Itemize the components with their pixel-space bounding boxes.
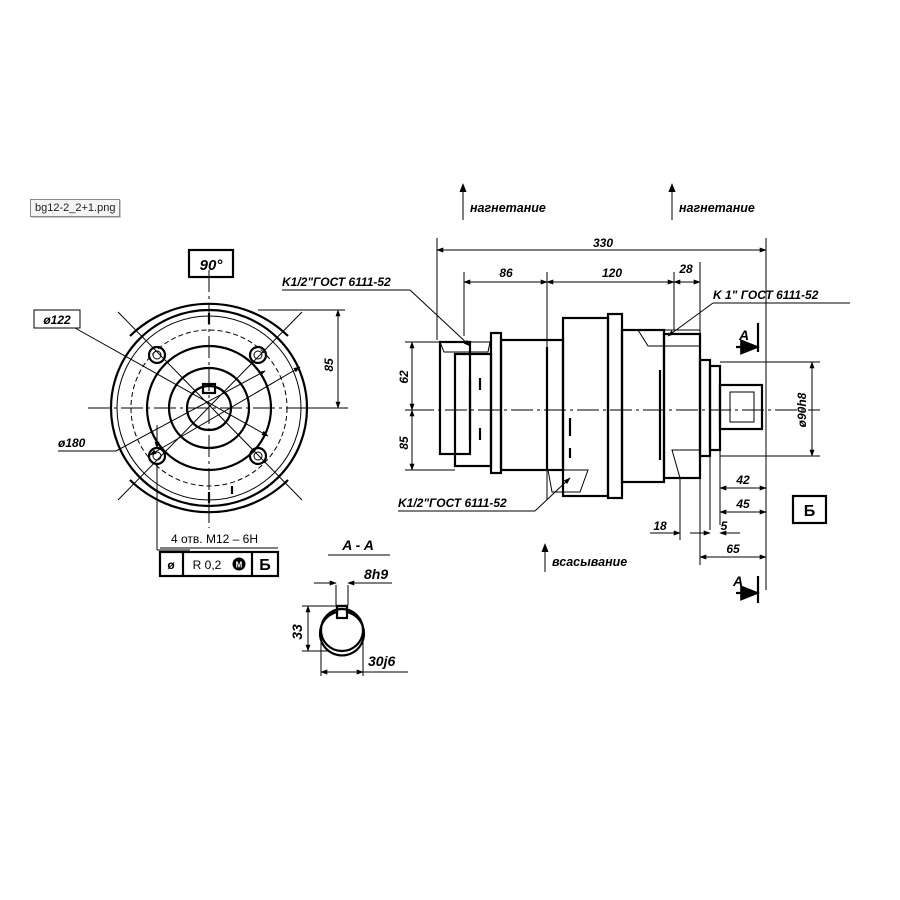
- flange-bottom-arc: [129, 479, 289, 514]
- dim-62: 62: [397, 370, 411, 384]
- port-top-right: K 1" ГОСТ 6111-52: [713, 288, 819, 302]
- port-top-left: K1/2"ГОСТ 6111-52: [282, 275, 391, 289]
- mounting-flange: [698, 358, 712, 458]
- dim-30j6: 30j6: [368, 653, 395, 669]
- tolerance-value: R 0,2: [193, 558, 222, 572]
- file-name-label: bg12-2_2+1.png: [30, 199, 121, 217]
- tolerance-modifier-circle: [232, 557, 246, 571]
- dim-86: 86: [499, 266, 513, 280]
- bolt-hole-1: [147, 345, 167, 365]
- dim-90h8: ø90h8: [795, 392, 809, 427]
- section-title: A - A: [341, 537, 374, 553]
- datum-side-box: [791, 494, 828, 525]
- mid-body: [499, 338, 565, 472]
- dim-28: 28: [678, 262, 693, 276]
- shaft-section: [318, 604, 366, 657]
- bolt-hole-2: [248, 345, 268, 365]
- datum-front: Б: [259, 557, 271, 574]
- flange-top-arc: [129, 302, 289, 337]
- bolt-hole-4: [248, 446, 268, 466]
- flow-top-left: нагнетание: [470, 201, 546, 215]
- angle-90-label: 90°: [200, 257, 224, 274]
- dim-45: 45: [735, 497, 750, 511]
- dim-330: 330: [593, 236, 613, 250]
- front-view: 90° ø122 ø180 85 4 отв. M12 – 6H ø R 0,2…: [33, 248, 352, 578]
- tolerance-modifier: M: [236, 561, 243, 570]
- dia-122-label: ø122: [43, 313, 71, 327]
- main-body: [561, 316, 610, 498]
- flow-top-right: нагнетание: [679, 201, 755, 215]
- flow-bottom: всасывание: [552, 555, 627, 569]
- front-housing: [620, 328, 666, 484]
- tolerance-frame: [158, 550, 280, 578]
- height-85-label: 85: [322, 358, 336, 372]
- port-boss-top-right: [637, 329, 701, 347]
- holes-note: 4 отв. M12 – 6H: [171, 532, 258, 546]
- section-a-a: A - A 8h9 33 30j6: [289, 537, 408, 676]
- dim-120: 120: [602, 266, 622, 280]
- side-view: нагнетание нагнетание всасывание 330 86 …: [282, 183, 850, 603]
- section-mark-top: A: [738, 327, 749, 343]
- dim-5: 5: [721, 519, 728, 533]
- dia-122-box: [33, 309, 81, 329]
- dim-18: 18: [653, 519, 667, 533]
- port-boss-top-left: [439, 341, 491, 353]
- dim-8h9: 8h9: [364, 566, 388, 582]
- port-bottom: K1/2"ГОСТ 6111-52: [398, 496, 507, 510]
- port-boss-side: [671, 449, 701, 479]
- port-boss-bottom: [547, 469, 589, 493]
- angle-box: [187, 248, 235, 279]
- dim-65: 65: [726, 542, 740, 556]
- datum-side: Б: [804, 503, 816, 520]
- dia-180-label: ø180: [58, 436, 86, 450]
- drive-shaft: [718, 383, 764, 431]
- section-mark-bottom: A: [732, 573, 743, 589]
- pilot-spigot: [708, 364, 722, 452]
- dim-85-side: 85: [397, 436, 411, 450]
- dim-33: 33: [289, 624, 305, 640]
- rear-flange: [489, 331, 503, 475]
- dim-42: 42: [735, 473, 750, 487]
- tolerance-symbol: ø: [167, 558, 175, 572]
- bearing-housing: [662, 332, 702, 480]
- main-flange: [606, 312, 624, 500]
- shaft-key-side: [729, 391, 755, 423]
